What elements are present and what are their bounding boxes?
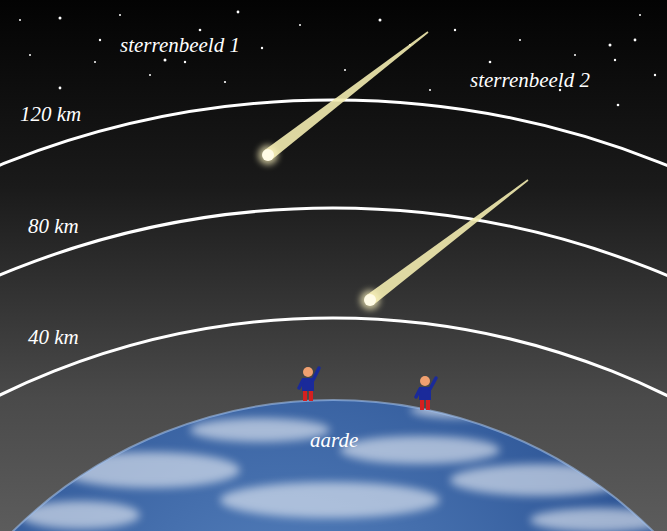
star: [199, 29, 202, 32]
altitude-label: 80 km: [28, 214, 79, 238]
star: [164, 59, 167, 62]
star: [454, 29, 456, 31]
star: [99, 39, 101, 41]
altitude-lines: [0, 100, 667, 531]
star: [184, 61, 186, 63]
star: [237, 11, 240, 14]
star: [29, 54, 31, 56]
altitude-line: [0, 208, 667, 531]
star: [344, 69, 346, 71]
meteor: [258, 31, 428, 165]
person: [299, 367, 319, 401]
star: [261, 47, 263, 49]
earth: [0, 400, 667, 531]
star: [614, 59, 616, 61]
meteor-head: [364, 294, 376, 306]
star: [59, 87, 62, 90]
star: [574, 54, 576, 56]
star: [489, 61, 492, 64]
star: [634, 39, 637, 42]
star: [429, 89, 431, 91]
constellation-label: sterrenbeeld 2: [470, 68, 590, 92]
altitude-label: 120 km: [20, 102, 81, 126]
altitude-line: [0, 100, 667, 531]
meteor-tail: [366, 179, 528, 304]
star: [617, 104, 620, 107]
altitude-label: 40 km: [28, 325, 79, 349]
meteor-glow: [360, 290, 380, 310]
meteor-head: [262, 149, 274, 161]
meteor-tail: [264, 31, 428, 159]
constellation-label: sterrenbeeld 1: [120, 33, 240, 57]
star: [224, 81, 226, 83]
star: [639, 14, 641, 16]
star: [119, 14, 121, 16]
star: [299, 24, 301, 26]
person: [416, 376, 436, 410]
stars: [19, 11, 656, 107]
altitude-line: [0, 318, 667, 531]
star: [149, 74, 151, 76]
star: [609, 44, 612, 47]
star: [379, 19, 382, 22]
meteor: [360, 179, 528, 310]
star: [19, 19, 21, 21]
earth-label: aarde: [310, 428, 358, 452]
star: [654, 74, 656, 76]
meteor-glow: [258, 145, 278, 165]
star: [94, 61, 96, 63]
earth-globe: [0, 400, 667, 531]
star: [59, 17, 62, 20]
star: [519, 39, 521, 41]
